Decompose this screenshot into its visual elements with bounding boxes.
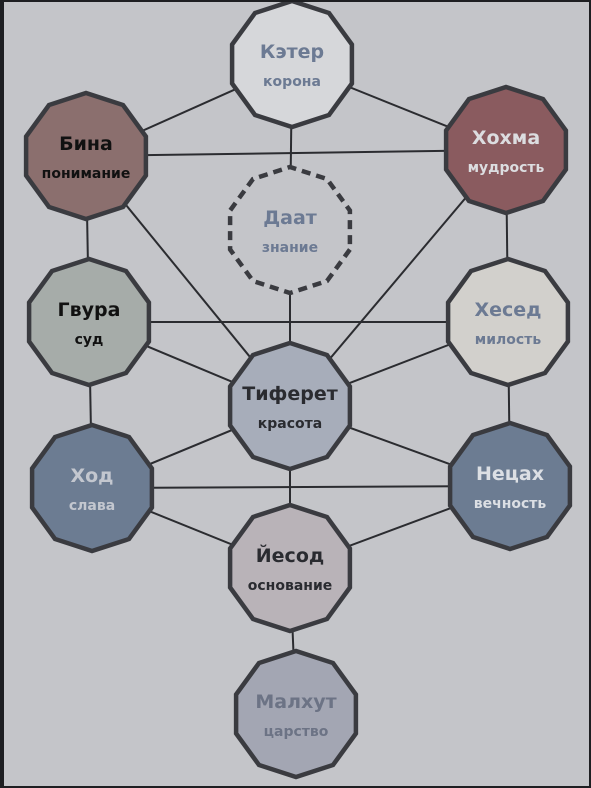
sefira-hokhma-shape (443, 84, 569, 216)
sefira-gvura-shape (26, 256, 152, 388)
sefira-keter-shape (229, 2, 355, 130)
sefira-malkhut-subtitle: царство (264, 724, 329, 740)
sefira-hokhma: Хохма мудрость (443, 84, 569, 216)
sefira-gvura-subtitle: суд (75, 332, 104, 348)
sefira-netzah-title: Нецах (476, 463, 544, 485)
sefira-malkhut-shape (233, 648, 359, 780)
sefira-yesod-title: Йесод (256, 544, 324, 567)
sefira-netzah: Нецах вечность (447, 420, 573, 552)
sefira-tiferet-subtitle: красота (258, 416, 322, 432)
sefira-bina-shape (23, 90, 149, 222)
path-bina-hokhma (85, 149, 507, 157)
sefira-yesod-subtitle: основание (248, 578, 333, 594)
sefira-daat-shape (227, 164, 353, 296)
sefira-daat-title: Даат (263, 207, 317, 229)
sefira-hod-title: Ход (70, 465, 113, 487)
sefira-tiferet-title: Тиферет (242, 383, 338, 405)
sefira-keter-subtitle: корона (263, 74, 321, 90)
sefirot-nodes: КэтеркоронаБинапониманиеХохмамудростьДаа… (23, 2, 573, 780)
sefira-hod: Ход слава (29, 422, 155, 554)
sefira-hesed-shape (445, 256, 571, 388)
sefira-hesed: Хесед милость (445, 256, 571, 388)
sefira-hod-shape (29, 422, 155, 554)
tree-of-life-diagram: КэтеркоронаБинапониманиеХохмамудростьДаа… (23, 2, 573, 780)
sefira-tiferet: Тиферет красота (227, 340, 353, 472)
sefira-netzah-subtitle: вечность (474, 496, 547, 512)
sefira-hod-subtitle: слава (69, 498, 115, 514)
sefira-gvura: Гвура суд (26, 256, 152, 388)
sefira-bina: Бина понимание (23, 90, 149, 222)
sefira-hesed-subtitle: милость (475, 332, 542, 348)
sefira-hesed-title: Хесед (474, 299, 541, 321)
sefira-netzah-shape (447, 420, 573, 552)
sefira-hokhma-subtitle: мудрость (468, 160, 545, 176)
sefira-bina-title: Бина (59, 133, 113, 155)
sefira-malkhut-title: Малхут (255, 691, 336, 713)
sefira-malkhut: Малхут царство (233, 648, 359, 780)
sefira-gvura-title: Гвура (58, 299, 121, 321)
sefira-daat-subtitle: знание (262, 240, 318, 256)
sefira-daat: Даат знание (227, 164, 353, 296)
sefira-yesod: Йесод основание (227, 502, 353, 634)
sefira-tiferet-shape (227, 340, 353, 472)
path-hod-netzah (91, 485, 511, 489)
sefira-keter: Кэтер корона (229, 2, 355, 130)
sefira-keter-title: Кэтер (260, 41, 324, 63)
sefira-hokhma-title: Хохма (472, 127, 540, 149)
sefira-yesod-shape (227, 502, 353, 634)
sefira-bina-subtitle: понимание (42, 166, 131, 182)
